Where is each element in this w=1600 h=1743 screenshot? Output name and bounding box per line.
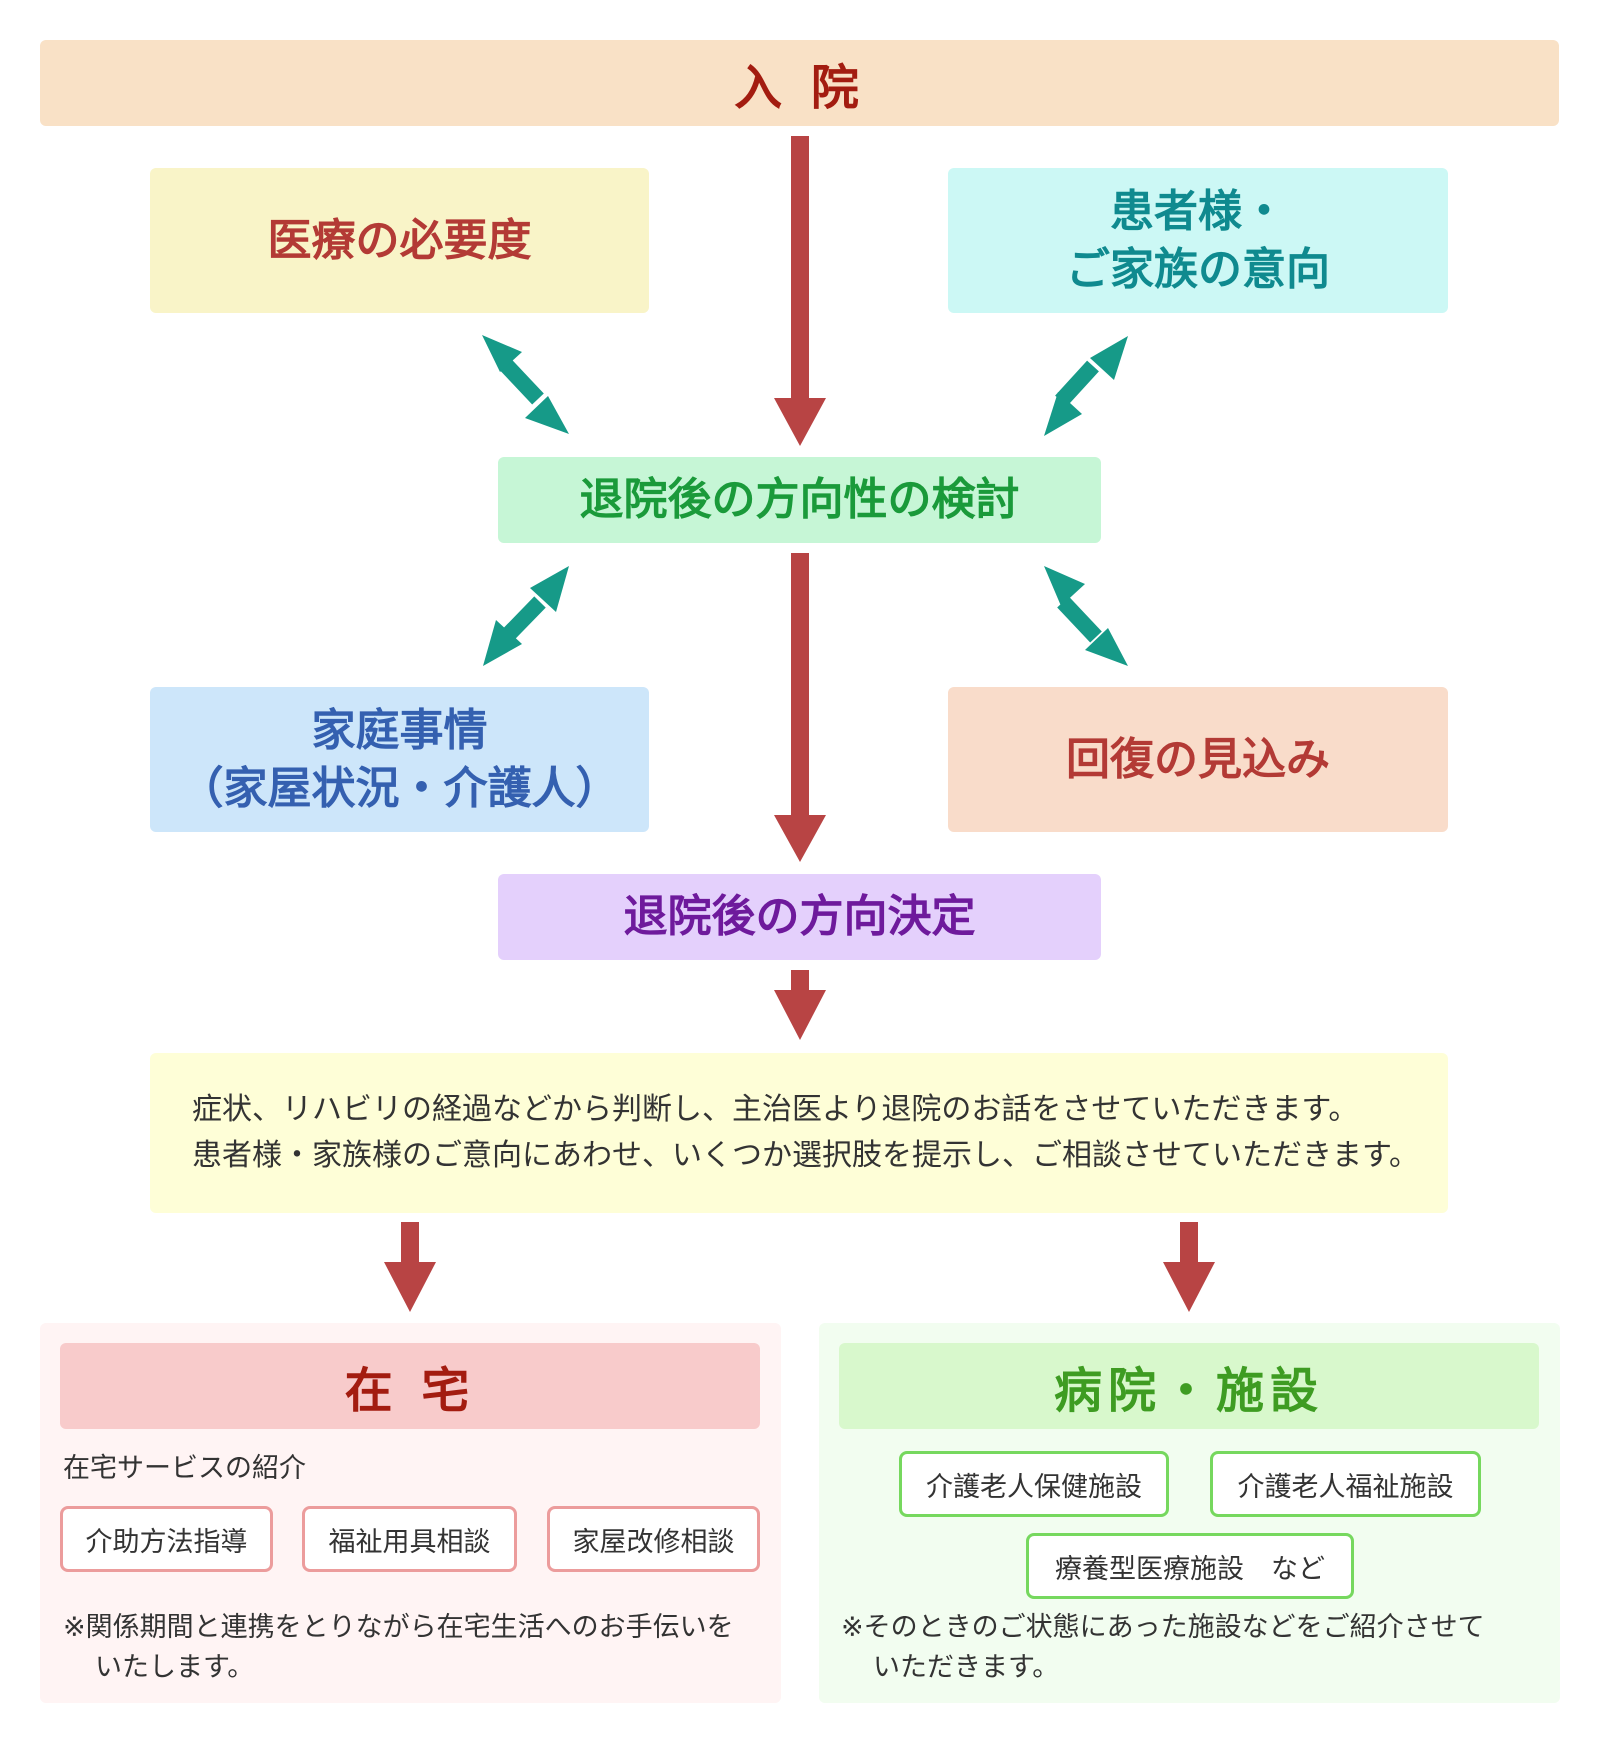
facility-header: 病院・施設 [839,1343,1539,1429]
home-header: 在 宅 [60,1343,760,1429]
double-arrow-medical-review [482,335,569,434]
explanation-box: 症状、リハビリの経過などから判断し、主治医より退院のお話をさせていただきます。 … [150,1053,1448,1213]
home-note: ※関係期間と連携をとりながら在宅生活へのお手伝いを いたします。 [63,1608,734,1688]
recovery-label: 回復の見込み [1066,733,1330,785]
double-arrow-wish-review [1044,336,1128,436]
admission-banner: 入 院 [40,40,1559,126]
family-line1: 家庭事情 [311,705,488,757]
admission-label: 入 院 [734,60,865,116]
decision-box: 退院後の方向決定 [498,874,1101,960]
explanation-line2: 患者様・家族様のご意向にあわせ、いくつか選択肢を提示し、ご相談させていただきます… [192,1138,1419,1173]
facility-tag-recuperation: 療養型医療施設 など [1026,1533,1354,1599]
arrow-admission-to-review [774,136,826,446]
medical-need-box: 医療の必要度 [150,168,649,313]
facility-tag-welfare: 介護老人福祉施設 [1210,1451,1481,1517]
facility-tag-health: 介護老人保健施設 [899,1451,1169,1517]
recovery-box: 回復の見込み [948,687,1448,832]
double-arrow-review-family [483,566,569,666]
patient-wish-line1: 患者様・ [1110,186,1286,238]
patient-wish-box: 患者様・ ご家族の意向 [948,168,1448,313]
patient-wish-line2: ご家族の意向 [1066,243,1330,295]
review-label: 退院後の方向性の検討 [579,474,1020,526]
home-intro: 在宅サービスの紹介 [63,1453,306,1484]
arrow-to-home [384,1222,436,1312]
home-tag-renovation: 家屋改修相談 [547,1506,760,1572]
home-tag-welfare-equipment: 福祉用具相談 [302,1506,517,1572]
home-note-line1: ※関係期間と連携をとりながら在宅生活へのお手伝いを [63,1612,734,1643]
facility-note-line2: いただきます。 [873,1652,1060,1683]
arrow-decision-to-explanation [774,970,826,1040]
family-box: 家庭事情 （家屋状況・介護人） [150,687,649,832]
home-note-line2: いたします。 [95,1652,255,1683]
family-line2: （家屋状況・介護人） [179,762,620,814]
home-tag-assistance: 介助方法指導 [60,1506,273,1572]
explanation-line1: 症状、リハビリの経過などから判断し、主治医より退院のお話をさせていただきます。 [192,1092,1359,1127]
facility-note-line1: ※そのときのご状態にあった施設などをご紹介させて [841,1612,1485,1643]
arrow-review-to-decision [774,553,826,862]
double-arrow-review-recovery [1044,566,1128,666]
decision-label: 退院後の方向決定 [623,891,976,943]
facility-note: ※そのときのご状態にあった施設などをご紹介させて いただきます。 [841,1608,1485,1688]
medical-need-label: 医療の必要度 [267,214,532,266]
arrow-to-facility [1163,1222,1215,1312]
facility-header-label: 病院・施設 [1053,1363,1324,1419]
home-header-label: 在 宅 [344,1363,476,1419]
review-box: 退院後の方向性の検討 [498,457,1101,543]
